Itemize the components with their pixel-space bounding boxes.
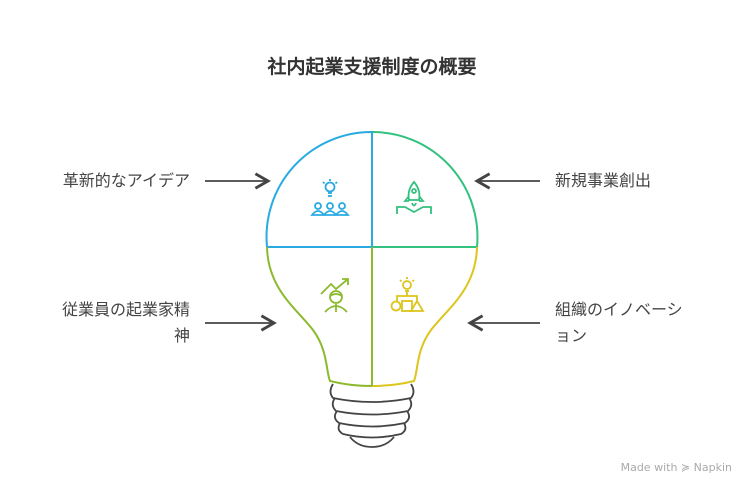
quadrant-bottom-right — [371, 246, 478, 387]
label-line: 組織のイノベーシ — [555, 300, 683, 319]
growth-person-icon — [320, 278, 349, 313]
idea-structure-icon — [390, 277, 425, 312]
label-entrepreneurship: 従業員の起業家精 神 — [0, 297, 190, 349]
label-innovative-ideas: 革新的なアイデア — [62, 171, 190, 190]
page-title: 社内起業支援制度の概要 — [267, 56, 477, 78]
label-new-business: 新規事業創出 — [555, 171, 652, 190]
quadrant-bottom-left — [266, 246, 373, 388]
watermark[interactable]: Made with ≽ Napkin — [621, 461, 732, 474]
watermark-text: Made with — [620, 461, 678, 474]
watermark-brand: Napkin — [693, 461, 732, 474]
label-org-innovation: 組織のイノベーシ ョン — [555, 297, 735, 349]
bulb-base — [329, 383, 415, 448]
quadrant-top-left — [265, 130, 373, 248]
label-line: 神 — [173, 326, 190, 345]
quadrant-top-right — [371, 130, 479, 248]
label-line: ョン — [555, 326, 588, 345]
label-line: 従業員の起業家精 — [61, 300, 190, 319]
idea-team-icon — [310, 179, 350, 216]
napkin-logo-icon: ≽ — [680, 461, 691, 474]
rocket-launch-icon — [396, 180, 432, 214]
